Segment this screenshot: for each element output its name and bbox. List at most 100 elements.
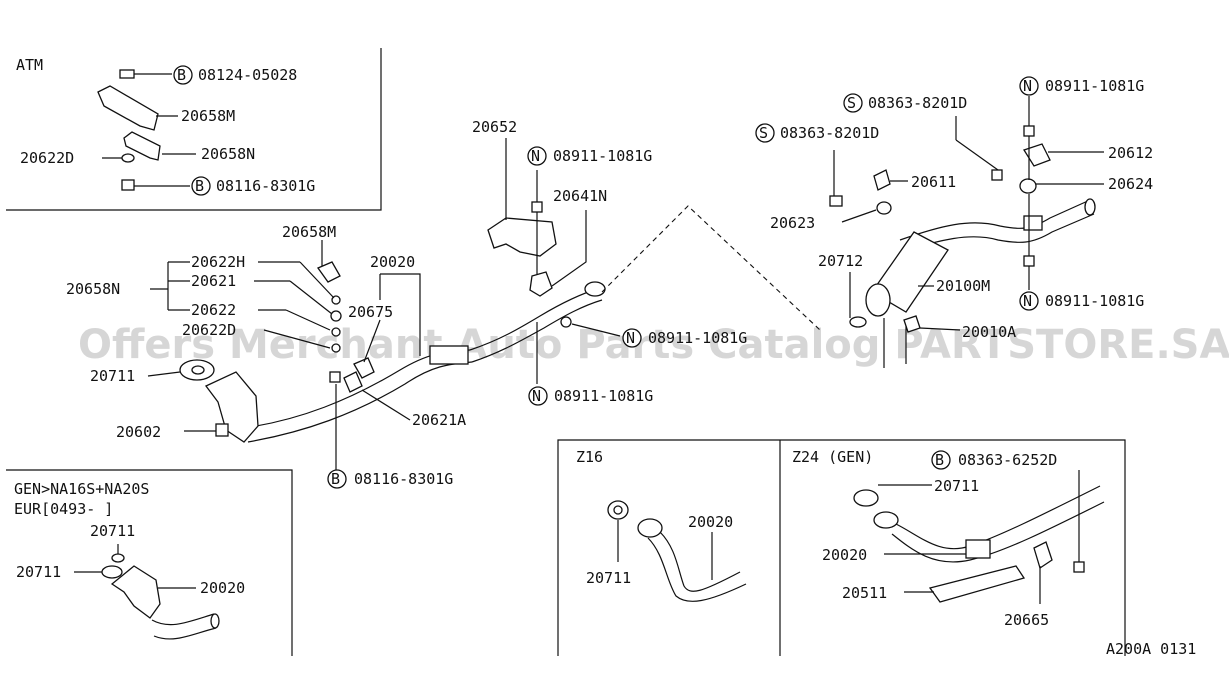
nut-08911-bottom <box>1023 255 1035 267</box>
label-20711: 20711 <box>90 367 135 385</box>
z24-bolt-08363 <box>1073 561 1085 573</box>
clamp-rear <box>1023 215 1043 231</box>
muffler-20100m <box>871 231 949 313</box>
atm-bracket-20658m <box>97 85 159 131</box>
label-20623: 20623 <box>770 214 815 232</box>
rubber-20624 <box>1019 178 1037 194</box>
z16-pipe-flange <box>637 518 663 538</box>
z24-pipe-flange <box>873 511 899 529</box>
svg-text:N: N <box>1023 77 1032 95</box>
nut-08911-top <box>1023 125 1035 137</box>
screw-symbol-2: S <box>755 123 775 143</box>
atm-box-frame <box>6 48 382 211</box>
label-08911-1081g-r2: 08911-1081G <box>1045 292 1144 310</box>
nut-symbol-1: N <box>527 146 547 166</box>
atm-parts: B 08124-05028 20658M 20622D 20658N B 081… <box>20 65 315 196</box>
rubber-20623 <box>876 201 892 215</box>
z24-parts <box>853 470 1105 604</box>
label-z16-20711: 20711 <box>586 569 631 587</box>
atm-bolt-symbol-1: B <box>173 65 193 85</box>
nut-symbol-2: N <box>622 328 642 348</box>
z16-parts <box>607 500 747 602</box>
label-08363-8201d-a: 08363-8201D <box>868 94 967 112</box>
label-z16-20020: 20020 <box>688 513 733 531</box>
label-z24-08363-6252d: 08363-6252D <box>958 451 1057 469</box>
label-20612: 20612 <box>1108 144 1153 162</box>
screw-symbol-1: S <box>843 93 863 113</box>
atm-bolt-bottom <box>121 179 135 191</box>
atm-box-title: ATM <box>16 56 43 74</box>
label-20641n: 20641N <box>553 187 607 205</box>
muffler-assembly <box>829 96 1104 368</box>
bracket-20612 <box>1023 143 1051 167</box>
svg-text:S: S <box>847 94 856 112</box>
label-gen-20711-b: 20711 <box>16 563 61 581</box>
svg-text:B: B <box>935 451 944 469</box>
label-20020: 20020 <box>370 253 415 271</box>
bolt-08116 <box>329 371 341 383</box>
label-z24-20511: 20511 <box>842 584 887 602</box>
variant-box-frame <box>557 439 1126 656</box>
label-atm-20658n: 20658N <box>201 145 255 163</box>
bracket-20658m <box>317 261 341 283</box>
label-08911-1081g-a: 08911-1081G <box>553 147 652 165</box>
label-gen-20020: 20020 <box>200 579 245 597</box>
screw-08363-a <box>829 195 843 207</box>
label-20622h: 20622H <box>191 253 245 271</box>
gen-gasket-small <box>111 553 125 563</box>
label-20622: 20622 <box>191 301 236 319</box>
atm-bolt-symbol-2: B <box>191 176 211 196</box>
label-08911-1081g-r1: 08911-1081G <box>1045 77 1144 95</box>
svg-text:B: B <box>331 470 340 488</box>
mount-20641n <box>529 271 553 297</box>
label-20622d: 20622D <box>182 321 236 339</box>
label-z24-20665: 20665 <box>1004 611 1049 629</box>
hanger-20652 <box>487 217 557 257</box>
label-20658m: 20658M <box>282 223 336 241</box>
pipe-joint <box>429 345 469 365</box>
label-08363-8201d-b: 08363-8201D <box>780 124 879 142</box>
atm-washer <box>121 153 135 163</box>
bolt-symbol-main: B <box>327 469 347 489</box>
label-08911-1081g-c: 08911-1081G <box>554 387 653 405</box>
svg-text:S: S <box>759 124 768 142</box>
washer-20622 <box>331 327 341 337</box>
svg-text:B: B <box>195 177 204 195</box>
label-20621: 20621 <box>191 272 236 290</box>
z24-bolt-symbol: B <box>931 450 951 470</box>
z24-clamp <box>965 539 991 559</box>
label-20611: 20611 <box>911 173 956 191</box>
washer-20622d <box>331 343 341 353</box>
muffler-inlet <box>865 283 891 317</box>
gen-box-subtitle: EUR[0493- ] <box>14 500 113 518</box>
bracket-20621a <box>343 371 363 393</box>
z24-bracket-20665 <box>1033 541 1053 570</box>
figure-code: A200A 0131 <box>1106 640 1196 658</box>
nut-20602 <box>215 423 229 437</box>
label-08124-05028: 08124-05028 <box>198 66 297 84</box>
label-20658n: 20658N <box>66 280 120 298</box>
label-20602: 20602 <box>116 423 161 441</box>
flange-end <box>584 281 606 297</box>
label-20100m: 20100M <box>936 277 990 295</box>
svg-text:B: B <box>177 66 186 84</box>
nut-symbol-r2: N <box>1019 291 1039 311</box>
clamp-20675 <box>353 357 375 379</box>
clip-nut <box>560 316 572 328</box>
label-gen-20711-a: 20711 <box>90 522 135 540</box>
svg-text:N: N <box>531 147 540 165</box>
gen-manifold <box>110 565 161 619</box>
z24-gasket-20711 <box>853 489 879 507</box>
z24-box-title: Z24 (GEN) <box>792 448 873 466</box>
nut-symbol-3: N <box>528 386 548 406</box>
gen-box-frame <box>6 469 293 656</box>
z24-heatshield-20511 <box>928 565 1026 603</box>
label-20675: 20675 <box>348 303 393 321</box>
pipe-continuation-dashed <box>601 205 821 331</box>
label-z24-20711: 20711 <box>934 477 979 495</box>
label-20010a: 20010A <box>962 323 1016 341</box>
svg-text:N: N <box>1023 292 1032 310</box>
label-20652: 20652 <box>472 118 517 136</box>
